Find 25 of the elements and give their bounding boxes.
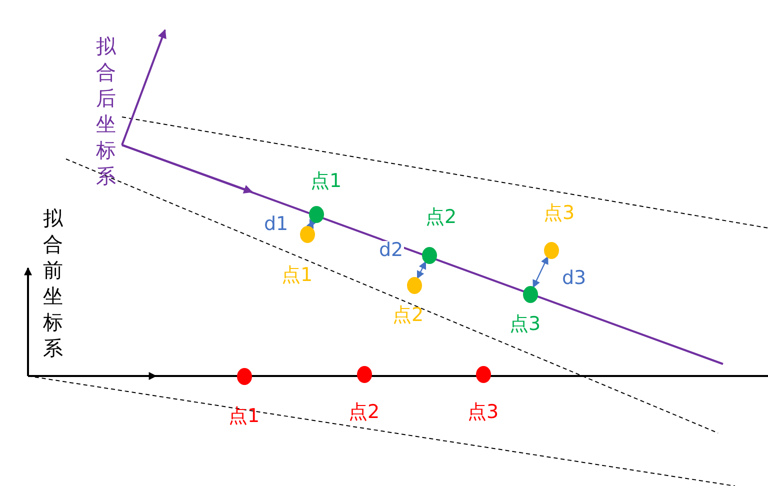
data-point-dot [308,206,324,222]
data-point-dot [406,276,422,294]
point-label: 点1 [282,266,313,284]
distance-arrow [532,256,548,288]
point-label: 点2 [392,306,424,324]
point-label: 点1 [310,172,342,190]
edge-label: d1 [263,214,290,234]
point-label: 点2 [348,402,380,422]
data-point-dot [356,366,372,382]
axis-title: 拟合前坐标系 [43,205,63,361]
edge-label: d3 [561,268,588,288]
point-label: 点2 [426,208,457,226]
data-point-dot [300,226,314,242]
distance-arrow [416,261,426,279]
point-label: 点3 [544,204,575,222]
point-label: 点3 [468,402,499,422]
data-point-dot [522,286,538,302]
data-point-dot [476,366,490,382]
point-label: 点1 [228,406,260,426]
data-point-dot [236,368,252,384]
data-point-dot [422,246,436,264]
distance-arrow [306,218,317,230]
data-point-dot [544,242,558,258]
point-label: 点3 [510,314,541,334]
edge-label: d2 [378,240,404,260]
